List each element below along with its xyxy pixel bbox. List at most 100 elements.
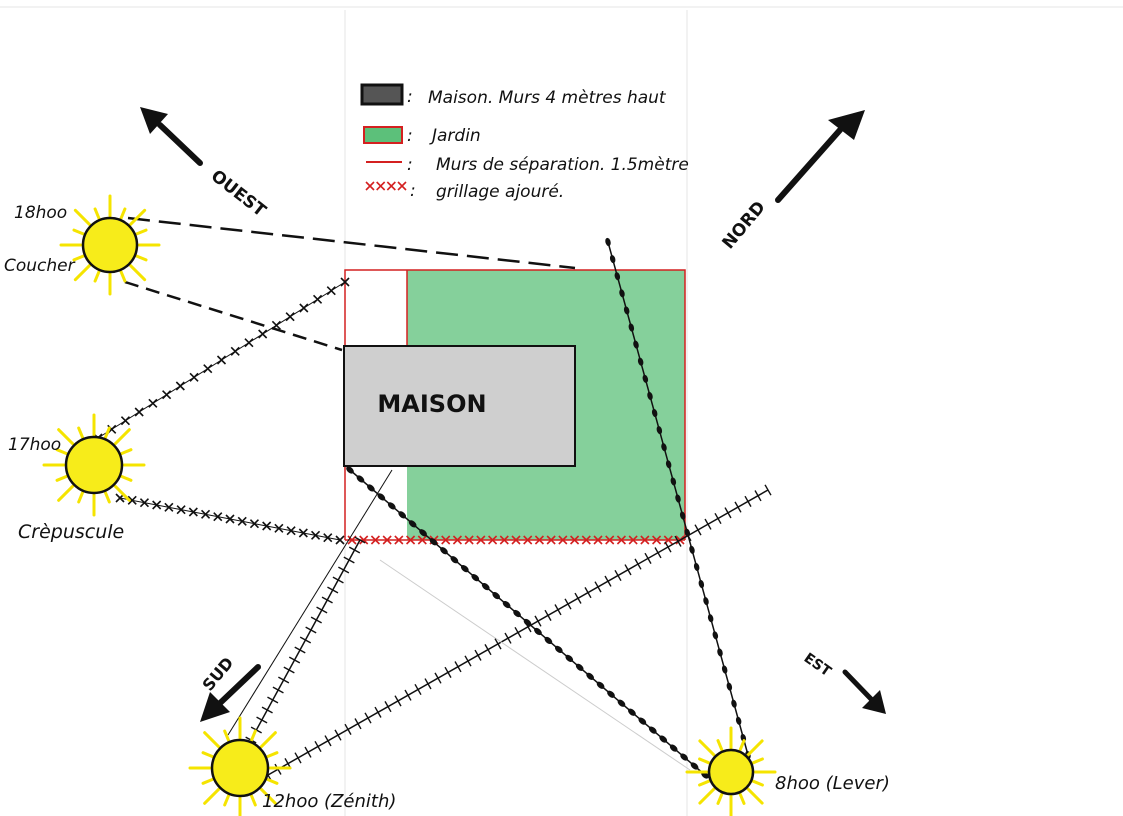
zenith-tick-mark <box>434 672 442 684</box>
zenith-tick-mark <box>764 484 772 496</box>
sunrise-dot-mark <box>523 618 532 627</box>
dusk-cross-mark <box>326 286 336 296</box>
sun-dusk <box>42 413 146 517</box>
sunrise-dot-mark <box>637 357 644 366</box>
sun-ray <box>266 777 279 785</box>
sunrise-dot-mark <box>513 609 521 618</box>
sun-ray <box>113 428 131 446</box>
zenith-tick-mark <box>354 536 366 544</box>
sun-sunset <box>59 194 161 296</box>
sun-sunrise <box>685 726 777 816</box>
dusk-cross-mark <box>230 346 240 356</box>
zenith-tick-mark <box>327 586 339 594</box>
dusk-cross-mark <box>162 390 172 400</box>
sunrise-dot-mark <box>607 690 615 698</box>
sun-disc <box>81 216 139 274</box>
zenith-tick-mark <box>594 581 602 593</box>
sunrise-dot-mark <box>628 323 635 332</box>
sun-ray <box>135 228 148 236</box>
sun-ray <box>72 254 85 262</box>
zenith-tick-mark <box>564 598 572 610</box>
fence-cross-mark <box>488 535 498 545</box>
sunrise-dot-mark <box>575 663 584 671</box>
sunrise-dot-mark <box>534 627 542 636</box>
sunrise-dot-mark <box>565 654 574 662</box>
dusk-cross-mark <box>237 516 247 526</box>
direction-arrows <box>140 107 886 722</box>
sun-ray <box>223 729 231 742</box>
dusk-cross-mark <box>244 338 254 348</box>
dusk-cross-mark <box>213 512 223 522</box>
fence-cross-mark <box>628 535 638 545</box>
sun-ray <box>259 731 277 749</box>
sun-ray <box>57 484 75 502</box>
direction-north-label: NORD <box>719 198 770 254</box>
legend-item-house: : Maison. Murs 4 mètres haut <box>360 83 667 108</box>
zenith-tick-mark <box>394 695 402 707</box>
legend-swatch-garden <box>363 126 403 144</box>
zenith-tick-mark <box>604 575 612 587</box>
legend-fence-colon: : <box>410 181 416 201</box>
sun-ray <box>55 448 68 456</box>
sun-ray <box>113 484 131 502</box>
sun-ray <box>203 787 221 805</box>
sunrise-dot-mark <box>628 708 636 716</box>
sun-ray <box>203 731 221 749</box>
zenith-tick-mark <box>444 666 452 678</box>
zenith-tick-mark <box>310 616 322 624</box>
sunrise-dot-mark <box>544 636 553 645</box>
zenith-tick-mark <box>343 556 355 564</box>
dusk-cross-mark <box>176 505 186 515</box>
sunset-name-label: Coucher <box>4 256 76 276</box>
dusk-cross-mark <box>203 364 213 374</box>
zenith-tick-mark <box>384 701 392 713</box>
sunrise-dot-mark <box>647 391 653 400</box>
sun-ray <box>716 792 724 805</box>
legend-house-label: Maison. Murs 4 mètres haut <box>428 88 667 108</box>
sun-ray <box>129 208 147 226</box>
zenith-tick-mark <box>454 661 462 673</box>
legend-fence-cross <box>365 181 375 191</box>
zenith-tick-mark <box>299 636 312 644</box>
fence-cross-mark <box>499 535 509 545</box>
sun-ray <box>103 491 111 504</box>
zenith-tick-mark <box>614 569 622 582</box>
dusk-cross-mark <box>262 521 272 531</box>
sun-ray <box>55 474 68 482</box>
zenith-tick-mark <box>272 686 284 694</box>
sunrise-dot-mark <box>675 494 681 503</box>
sunrise-dot-mark <box>684 528 691 537</box>
dusk-cross-mark <box>216 355 227 365</box>
zenith-tick-mark <box>414 683 422 696</box>
legend-garden-colon: : <box>407 126 413 146</box>
zenith-tick-mark <box>256 716 268 724</box>
legend-fence-cross <box>397 181 407 191</box>
legend-fence-label: grillage ajouré. <box>436 182 564 202</box>
dusk-cross-mark <box>249 519 260 529</box>
zenith-tick-mark <box>474 649 482 661</box>
zenith-tick-mark <box>514 626 522 639</box>
sun-zenith <box>188 716 292 816</box>
dusk-cross-mark <box>310 530 321 540</box>
sunrise-label: 8hoo (Lever) <box>775 773 890 794</box>
zenith-tick-mark <box>584 587 592 599</box>
sunrise-dot-mark <box>346 466 354 474</box>
dusk-cross-mark <box>312 294 323 304</box>
dusk-cross-mark <box>148 398 158 408</box>
sun-ray <box>698 779 711 787</box>
arrow-west <box>140 107 203 166</box>
dusk-cross-mark <box>340 277 350 287</box>
sunrise-dot-mark <box>614 272 621 281</box>
legend: : Maison. Murs 4 mètres haut : Jardin : … <box>360 83 689 202</box>
sunrise-dot-mark <box>633 340 639 349</box>
sun-ray <box>266 751 279 759</box>
fence-cross-mark <box>640 535 650 545</box>
zenith-tick-mark <box>267 696 279 704</box>
zenith-tick-mark <box>534 615 542 627</box>
zenith-tick-mark <box>634 558 642 570</box>
zenith-tick-mark <box>288 656 301 664</box>
sun-ray <box>93 207 101 220</box>
zenith-tick-mark <box>338 566 350 574</box>
fence-cross-mark <box>523 535 533 545</box>
fence-cross-mark <box>476 535 486 545</box>
